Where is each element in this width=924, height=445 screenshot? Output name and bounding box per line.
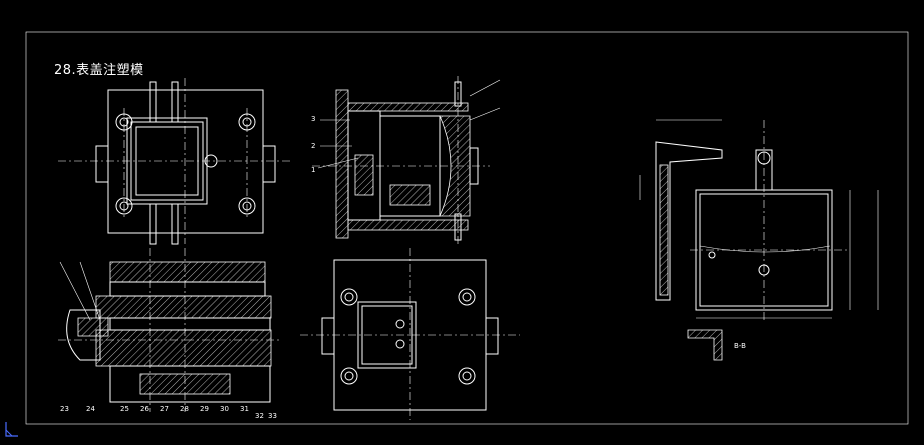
callout-28: 28 <box>180 405 189 413</box>
callout-32: 32 <box>255 412 264 420</box>
callout-23: 23 <box>60 405 69 413</box>
assembly-section-view <box>58 248 282 412</box>
callout-31: 31 <box>240 405 249 413</box>
callout-29: 29 <box>200 405 209 413</box>
callout-2: 2 <box>311 142 315 150</box>
callout-30: 30 <box>220 405 229 413</box>
drawing-frame <box>25 31 909 425</box>
callout-3: 3 <box>311 115 315 123</box>
callout-25: 25 <box>120 405 129 413</box>
callout-1: 1 <box>311 166 315 174</box>
callout-27: 27 <box>160 405 169 413</box>
top-plan-view <box>58 78 292 245</box>
part-detail-view <box>639 119 879 361</box>
callout-33: 33 <box>268 412 277 420</box>
bottom-callout-labels: 23 24 25 26 27 28 29 30 31 32 33 <box>60 405 277 420</box>
section-view <box>312 76 501 246</box>
section-label-b-b: B-B <box>734 342 746 350</box>
callout-26: 26 <box>140 405 149 413</box>
ucs-axis-icon <box>5 422 18 437</box>
drawing-title: 28.表盖注塑模 <box>54 63 144 78</box>
bottom-plan-view <box>300 248 520 420</box>
callout-24: 24 <box>86 405 95 413</box>
